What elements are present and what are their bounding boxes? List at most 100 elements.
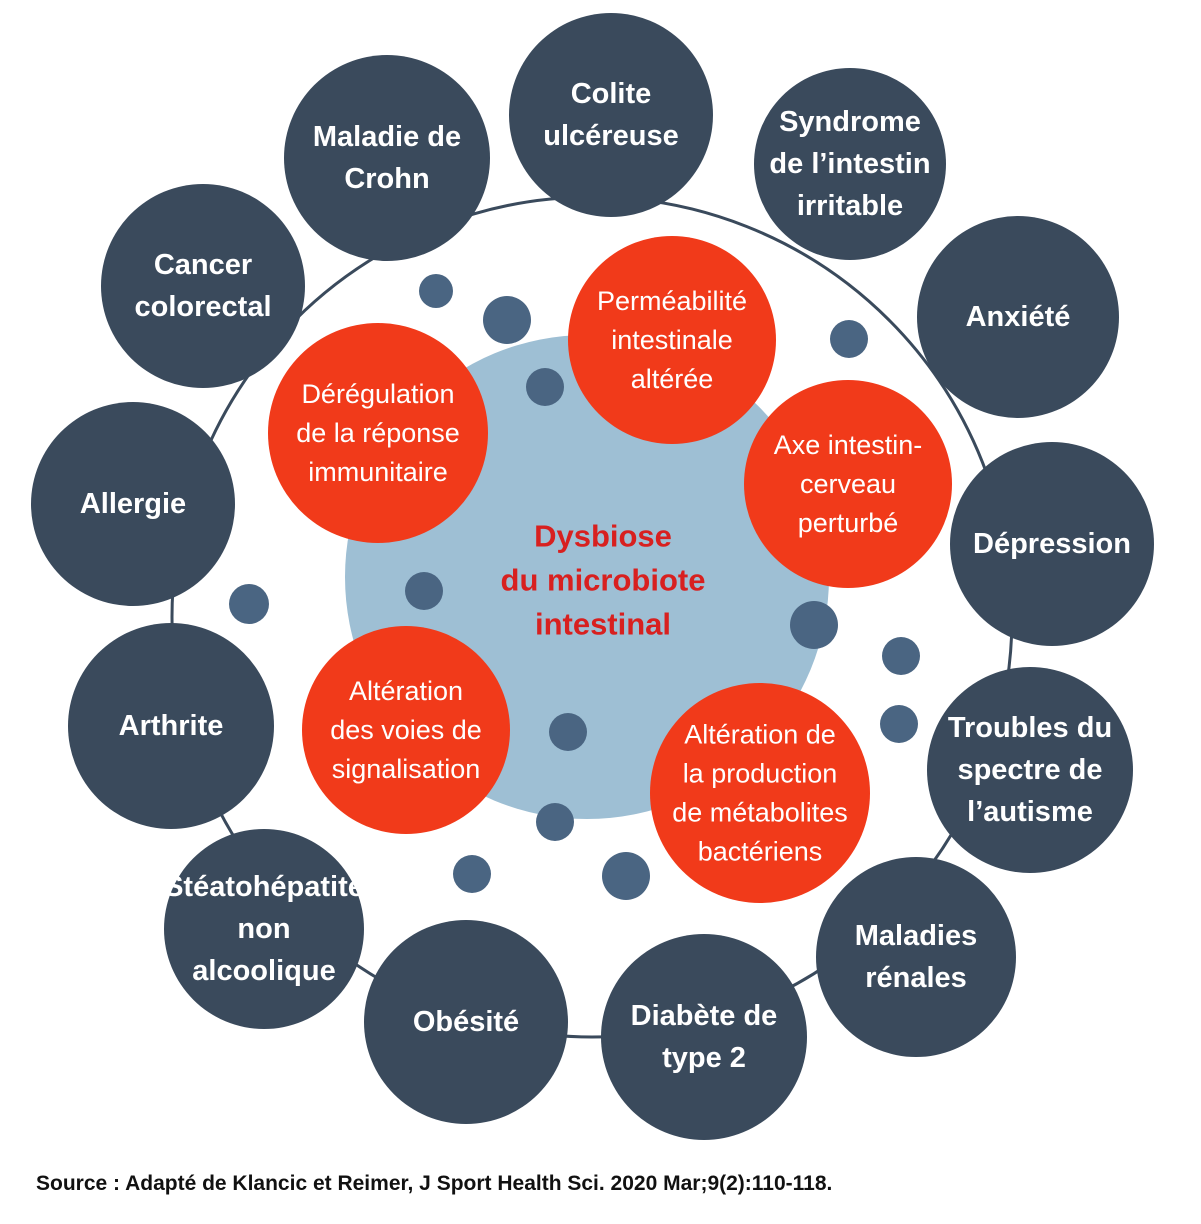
condition-node: Syndrome de l’intestin irritable	[754, 68, 946, 260]
mechanism-node-label-line: altérée	[631, 364, 714, 394]
condition-node-label: Colite ulcéreuse	[543, 78, 678, 152]
condition-node-label-line: Maladies	[855, 920, 978, 952]
condition-node: Troubles du spectre de l’autisme	[927, 667, 1133, 873]
condition-node: Diabète de type 2	[601, 934, 807, 1140]
condition-node-label-line: de l’intestin	[769, 148, 930, 180]
condition-node-label-line: Stéatohépatite	[164, 871, 364, 903]
condition-node: Colite ulcéreuse	[509, 13, 713, 217]
condition-node: Cancer colorectal	[101, 184, 305, 388]
mechanism-node-label-line: Axe intestin-	[774, 430, 923, 460]
condition-node-label: Troubles du spectre de l’autisme	[948, 712, 1112, 828]
condition-node-label-line: Syndrome	[779, 106, 921, 138]
mechanism-node-label: Altération de la production de métabolites…	[672, 720, 848, 867]
condition-node-circle	[927, 667, 1133, 873]
condition-node: Obésité	[364, 920, 568, 1124]
mechanism-node: Axe intestin-cerveau perturbé	[744, 380, 952, 588]
condition-node-label-line: ulcéreuse	[543, 120, 678, 152]
bubble-dot	[229, 584, 269, 624]
mechanism-node-label-line: immunitaire	[308, 457, 448, 487]
bubble-dot	[453, 855, 491, 893]
bubble-dot	[526, 368, 564, 406]
bubble-dot	[830, 320, 868, 358]
mechanism-node-circle	[302, 626, 510, 834]
mechanism-node-label-line: cerveau	[800, 469, 896, 499]
source-citation: Source : Adapté de Klancic et Reimer, J …	[36, 1172, 833, 1195]
condition-node-circle	[31, 402, 235, 606]
center-label-line: du microbiote	[501, 563, 706, 598]
condition-node-label-line: Troubles du	[948, 712, 1112, 744]
condition-node-label-line: type 2	[662, 1042, 746, 1074]
condition-node-label-line: rénales	[865, 962, 967, 994]
condition-node-circle	[950, 442, 1154, 646]
condition-node-label-line: Anxiété	[966, 301, 1071, 333]
bubble-dot	[602, 852, 650, 900]
condition-node-label-line: Allergie	[80, 488, 186, 520]
condition-node-circle	[816, 857, 1016, 1057]
condition-node-label-line: alcoolique	[192, 955, 335, 987]
condition-node-circle	[754, 68, 946, 260]
condition-node-label-line: Obésité	[413, 1006, 519, 1038]
condition-node-label: Maladies rénales	[855, 920, 978, 994]
condition-node-circle	[601, 934, 807, 1140]
condition-node: Arthrite	[68, 623, 274, 829]
mechanism-node-label: Perméabilité intestinale altérée	[597, 286, 747, 394]
bubble-dot	[549, 713, 587, 751]
mechanism-node-label-line: bactériens	[698, 837, 823, 867]
bubble-dot	[419, 274, 453, 308]
condition-node-label: Syndrome de l’intestin irritable	[769, 106, 930, 222]
mechanism-node-label-line: Dérégulation	[301, 379, 454, 409]
bubble-dot	[483, 296, 531, 344]
condition-nodes: Colite ulcéreuse Syndrome de l’intestin irri…	[31, 13, 1154, 1140]
mechanism-node-label-line: Perméabilité	[597, 286, 747, 316]
condition-node-label: Diabète de type 2	[631, 1000, 778, 1074]
condition-node-circle	[164, 829, 364, 1029]
mechanism-node-circle	[568, 236, 776, 444]
mechanism-node-label-line: intestinale	[611, 325, 733, 355]
condition-node-label-line: Dépression	[973, 528, 1131, 560]
condition-node-label: Cancer colorectal	[135, 249, 272, 323]
bubble-dot	[880, 705, 918, 743]
mechanism-node-circle	[650, 683, 870, 903]
mechanism-node-label-line: Altération de	[684, 720, 836, 750]
condition-node-circle	[917, 216, 1119, 418]
condition-node-label-line: Colite	[571, 78, 652, 110]
condition-node-label-line: spectre de	[957, 754, 1102, 786]
condition-node-circle	[509, 13, 713, 217]
center-label-line: intestinal	[535, 607, 671, 642]
bubble-dot	[405, 572, 443, 610]
mechanism-node-label-line: signalisation	[332, 754, 481, 784]
mechanism-node-label-line: de métabolites	[672, 798, 848, 828]
center-label: Dysbiose du microbiote intestinal	[501, 519, 706, 642]
condition-node-label: Arthrite	[119, 710, 224, 742]
condition-node-label-line: l’autisme	[967, 796, 1093, 828]
condition-node: Maladies rénales	[816, 857, 1016, 1057]
bubble-dot	[536, 803, 574, 841]
mechanism-node-label: Dérégulation de la réponse immunitaire	[296, 379, 460, 487]
center-label-line: Dysbiose	[534, 519, 672, 554]
condition-node-label-line: irritable	[797, 190, 903, 222]
mechanism-node-label-line: la production	[683, 759, 838, 789]
condition-node-label-line: Diabète de	[631, 1000, 778, 1032]
mechanism-node-label-line: des voies de	[330, 715, 482, 745]
condition-node-circle	[101, 184, 305, 388]
condition-node-label-line: Maladie de	[313, 121, 461, 153]
condition-node-label-line: colorectal	[135, 291, 272, 323]
condition-node-label: Obésité	[413, 1006, 519, 1038]
mechanism-node-label-line: perturbé	[798, 508, 899, 538]
mechanism-node-label-line: de la réponse	[296, 418, 460, 448]
condition-node: Dépression	[950, 442, 1154, 646]
mechanism-node: Perméabilité intestinale altérée	[568, 236, 776, 444]
bubble-dot	[882, 637, 920, 675]
condition-node-label-line: Cancer	[154, 249, 252, 281]
condition-node-label: Dépression	[973, 528, 1131, 560]
condition-node-circle	[284, 55, 490, 261]
condition-node-label: Allergie	[80, 488, 186, 520]
